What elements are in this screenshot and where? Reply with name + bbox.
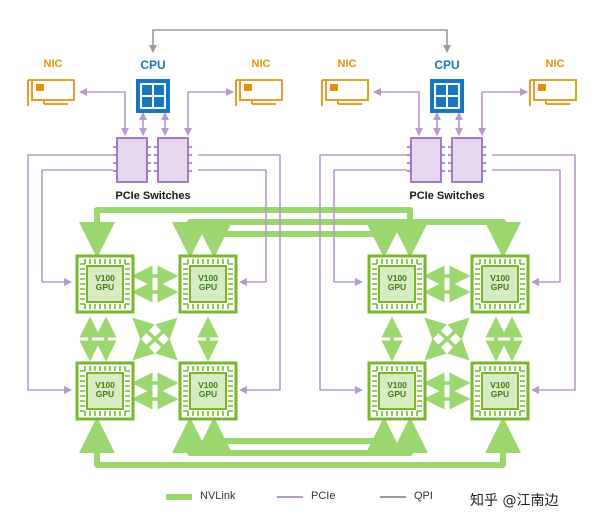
nic-icon-3 xyxy=(321,79,369,106)
gpu-model-text: V100 xyxy=(490,380,510,390)
gpu-type-text: GPU xyxy=(95,389,115,399)
nvlink-local-left xyxy=(79,265,219,410)
nic-3-label: NIC xyxy=(337,58,357,70)
gpu-type-text: GPU xyxy=(387,282,407,292)
gpu-chip-4 xyxy=(178,361,238,421)
nic-icon-2 xyxy=(235,79,283,106)
gpu-chip-7 xyxy=(367,361,427,421)
pcie-switch-right-2 xyxy=(448,137,486,183)
cpu-left-label: CPU xyxy=(140,58,166,72)
pcie-switches-right-label: PCIe Switches xyxy=(409,190,485,202)
legend-nvlink-label: NVLink xyxy=(200,490,236,502)
gpu-type-text: GPU xyxy=(198,389,218,399)
pcie-switch-left-2 xyxy=(154,137,192,183)
gpu-model-text: V100 xyxy=(387,273,407,283)
gpu-chip-5 xyxy=(367,254,427,314)
nic-icon-1 xyxy=(27,79,75,106)
gpu-chip-2 xyxy=(178,254,238,314)
gpu-model-text: V100 xyxy=(198,273,218,283)
nvlink-bottom-routes xyxy=(79,417,521,468)
nic-icon-4 xyxy=(529,79,577,106)
gpu-type-text: GPU xyxy=(95,282,115,292)
cpu-right xyxy=(430,79,464,113)
nvlink-local-right xyxy=(381,265,523,410)
gpu-model-text: V100 xyxy=(490,273,510,283)
pcie-links xyxy=(27,88,576,394)
nvlink-top-routes xyxy=(79,207,521,258)
nic-2-label: NIC xyxy=(251,58,271,70)
nic-1-label: NIC xyxy=(43,58,63,70)
gpu-model-text: V100 xyxy=(387,380,407,390)
pcie-switch-right-1 xyxy=(407,137,445,183)
watermark: 知乎 @江南边 xyxy=(470,493,559,509)
gpu-model-text: V100 xyxy=(198,380,218,390)
pcie-switch-left-1 xyxy=(113,137,151,183)
gpu-type-text: GPU xyxy=(387,389,407,399)
qpi-link xyxy=(149,29,451,53)
cpu-right-label: CPU xyxy=(434,58,460,72)
legend-pcie-label: PCIe xyxy=(311,490,336,502)
gpu-grid xyxy=(75,254,530,421)
gpu-type-text: GPU xyxy=(490,389,510,399)
nic-4-label: NIC xyxy=(545,58,565,70)
gpu-chip-8 xyxy=(470,361,530,421)
gpu-type-text: GPU xyxy=(198,282,218,292)
gpu-chip-1 xyxy=(75,254,135,314)
legend-qpi-label: QPI xyxy=(414,490,433,502)
gpu-type-text: GPU xyxy=(490,282,510,292)
gpu-chip-6 xyxy=(470,254,530,314)
gpu-model-text: V100 xyxy=(95,380,115,390)
gpu-chip-3 xyxy=(75,361,135,421)
gpu-model-text: V100 xyxy=(95,273,115,283)
cpu-left xyxy=(136,79,170,113)
pcie-switches-left-label: PCIe Switches xyxy=(115,190,191,202)
